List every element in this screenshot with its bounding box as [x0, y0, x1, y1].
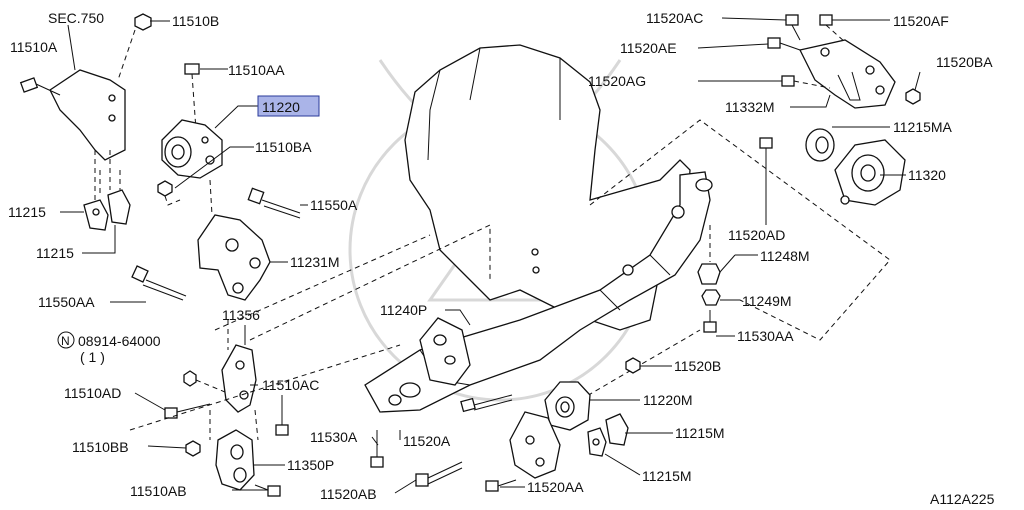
label-sec750: SEC.750: [48, 10, 104, 26]
right-mount-group: [697, 14, 921, 333]
label-11215m-b[interactable]: 11215M: [642, 468, 692, 484]
part-labels: SEC.750 11510B 11510A 11510AA 11220 1151…: [8, 10, 995, 507]
label-11231m[interactable]: 11231M: [290, 254, 340, 270]
label-nut-qty: ( 1 ): [80, 349, 105, 365]
label-11550aa[interactable]: 11550AA: [38, 294, 95, 310]
label-11520b[interactable]: 11520B: [674, 358, 721, 374]
bolt-11550aa[interactable]: [131, 265, 187, 301]
label-nut-symbol: N: [61, 334, 70, 348]
label-11215ma[interactable]: 11215MA: [893, 119, 953, 135]
bolt-11530aa[interactable]: [703, 310, 717, 333]
bushing-11248m[interactable]: [697, 263, 721, 285]
washer-11215ma[interactable]: [805, 128, 835, 162]
bolt-11520ab[interactable]: [415, 461, 463, 487]
bolt-11520a[interactable]: [460, 394, 513, 413]
label-11248m[interactable]: 11248M: [760, 248, 810, 264]
label-11520ag[interactable]: 11520AG: [588, 73, 646, 89]
bolt-11520ac[interactable]: [785, 14, 801, 41]
label-11550a[interactable]: 11550A: [310, 197, 358, 213]
label-11215-a[interactable]: 11215: [8, 204, 46, 220]
insulator-11220m[interactable]: [544, 381, 591, 431]
bolt-11520aa[interactable]: [485, 479, 517, 492]
label-11240p[interactable]: 11240P: [380, 302, 427, 318]
label-11520af[interactable]: 11520AF: [893, 13, 949, 29]
label-11356[interactable]: 11356: [222, 307, 260, 323]
washer-11215m-lower[interactable]: [587, 427, 607, 457]
label-11510b-top[interactable]: 11510B: [172, 13, 219, 29]
washer-11215m-upper[interactable]: [605, 413, 629, 446]
label-11520ad[interactable]: 11520AD: [728, 227, 785, 243]
bolt-11510aa[interactable]: [184, 63, 200, 131]
nut-11510bb[interactable]: [185, 440, 201, 457]
bolt-11520ad[interactable]: [759, 137, 773, 225]
bracket-11356[interactable]: [221, 344, 257, 413]
label-leaders: [60, 17, 921, 494]
bolt-11550a[interactable]: [247, 187, 301, 219]
label-11520a[interactable]: 11520A: [403, 433, 451, 449]
label-11520ab[interactable]: 11520AB: [320, 486, 377, 502]
bolt-11510ad[interactable]: [164, 403, 211, 419]
bushing-11249m[interactable]: [701, 289, 721, 306]
nut-08914[interactable]: [183, 370, 197, 387]
bolt-11510ac[interactable]: [275, 395, 289, 436]
washer-11215-left[interactable]: [83, 199, 109, 231]
bolt-11510a[interactable]: [19, 77, 61, 96]
nut-symbol-circle: [57, 331, 75, 349]
label-11510ad[interactable]: 11510AD: [64, 385, 121, 401]
label-11530aa[interactable]: 11530AA: [737, 328, 794, 344]
bracket-11332m[interactable]: [799, 39, 896, 109]
label-11520ba[interactable]: 11520BA: [936, 54, 993, 70]
nut-11520ba[interactable]: [905, 88, 921, 105]
label-11215m-a[interactable]: 11215M: [675, 425, 725, 441]
label-11510aa[interactable]: 11510AA: [228, 62, 285, 78]
insulator-11220[interactable]: [161, 119, 223, 179]
diagram-code: A112A225: [930, 491, 995, 507]
label-11520ac[interactable]: 11520AC: [646, 10, 703, 26]
washer-11215-right[interactable]: [107, 189, 131, 225]
bracket-11231m[interactable]: [197, 179, 271, 301]
label-11220m[interactable]: 11220M: [643, 392, 693, 408]
left-mount-group: [19, 13, 301, 497]
label-11510ba[interactable]: 11510BA: [255, 139, 312, 155]
label-11510a[interactable]: 11510A: [10, 39, 58, 55]
highlight-box-11220: [257, 95, 320, 117]
label-11520aa[interactable]: 11520AA: [527, 479, 584, 495]
label-11249m[interactable]: 11249M: [742, 293, 792, 309]
bolt-11530a[interactable]: [370, 430, 384, 468]
leader-dash-lines: [129, 119, 891, 431]
nut-11510b[interactable]: [117, 13, 152, 81]
bolt-11520af[interactable]: [819, 14, 846, 43]
label-08914-64000[interactable]: 08914-64000: [78, 333, 161, 349]
sec750-bracket[interactable]: [49, 69, 126, 161]
label-11510ac[interactable]: 11510AC: [262, 377, 319, 393]
crossmember-bracket: [419, 317, 471, 386]
label-11320[interactable]: 11320: [908, 167, 946, 183]
label-11332m[interactable]: 11332M: [725, 99, 775, 115]
label-11530a[interactable]: 11530A: [310, 429, 358, 445]
insulator-11350p[interactable]: [215, 429, 255, 491]
label-11350p[interactable]: 11350P: [287, 457, 334, 473]
bolt-11510ab[interactable]: [254, 484, 281, 497]
insulator-11320[interactable]: [834, 139, 906, 206]
label-11510ab[interactable]: 11510AB: [130, 483, 187, 499]
label-11215-b[interactable]: 11215: [36, 245, 74, 261]
label-11220[interactable]: 11220: [262, 99, 300, 115]
lower-bracket: [509, 411, 561, 479]
label-11510bb[interactable]: 11510BB: [72, 439, 129, 455]
nut-11520b[interactable]: [625, 357, 641, 374]
label-11520ae[interactable]: 11520AE: [620, 40, 677, 56]
nut-11510ba[interactable]: [157, 180, 181, 206]
bolt-11520ae[interactable]: [767, 37, 801, 51]
